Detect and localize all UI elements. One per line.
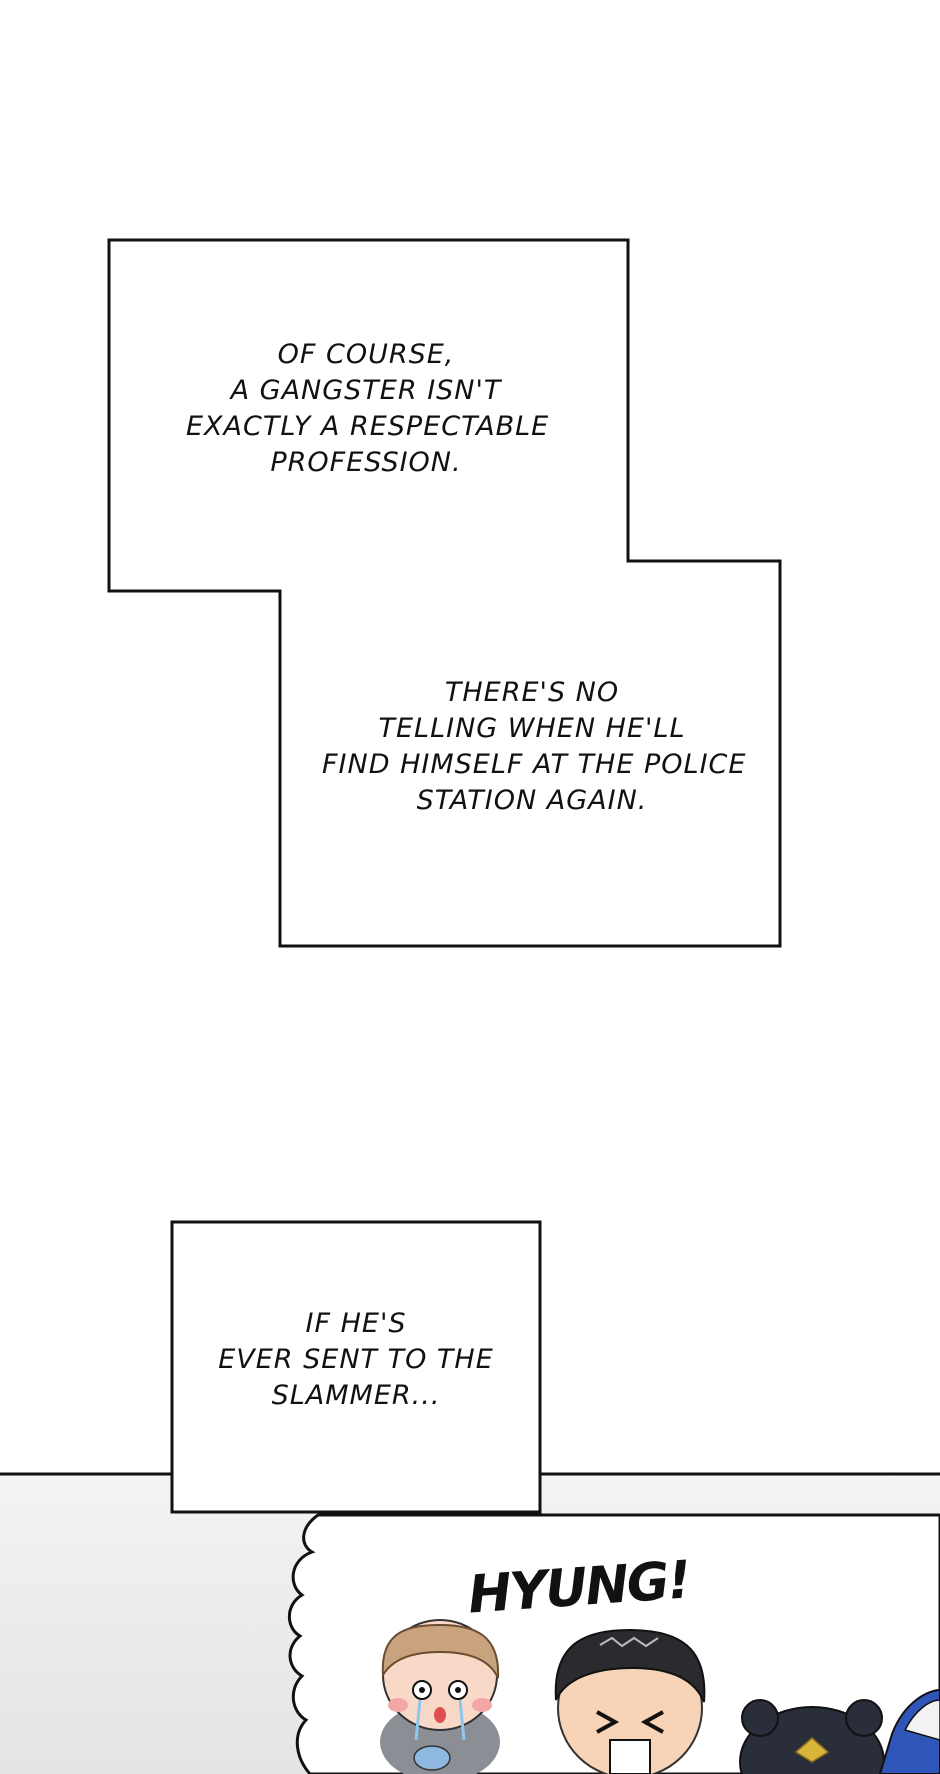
- caption-1-text: OF COURSE, A GANGSTER ISN'T EXACTLY A RE…: [186, 337, 550, 481]
- caption-1-line-4: PROFESSION.: [270, 447, 462, 478]
- chibi-character-crying: [380, 1619, 500, 1774]
- caption-3-line-2: EVER SENT TO THE: [218, 1344, 494, 1375]
- caption-2-line-3: FIND HIMSELF AT THE POLICE: [322, 749, 747, 780]
- caption-3-line-1: IF HE'S: [305, 1308, 407, 1339]
- caption-2-line-1: THERE'S NO: [444, 677, 620, 708]
- caption-3-line-3: SLAMMER...: [271, 1380, 441, 1411]
- chibi-character-happy: [554, 1628, 706, 1774]
- chibi-character-police: [739, 1688, 940, 1774]
- caption-2-line-2: TELLING WHEN HE'LL: [378, 713, 686, 744]
- caption-1-line-2: A GANGSTER ISN'T: [230, 375, 502, 406]
- caption-1-line-3: EXACTLY A RESPECTABLE: [186, 411, 550, 442]
- caption-box-3: [170, 1220, 542, 1514]
- caption-1-line-1: OF COURSE,: [277, 339, 455, 370]
- caption-2-text: THERE'S NO TELLING WHEN HE'LL FIND HIMSE…: [322, 675, 747, 819]
- caption-box-stepped: [107, 238, 782, 948]
- caption-2-line-4: STATION AGAIN.: [416, 785, 648, 816]
- caption-3-text: IF HE'S EVER SENT TO THE SLAMMER...: [200, 1306, 512, 1414]
